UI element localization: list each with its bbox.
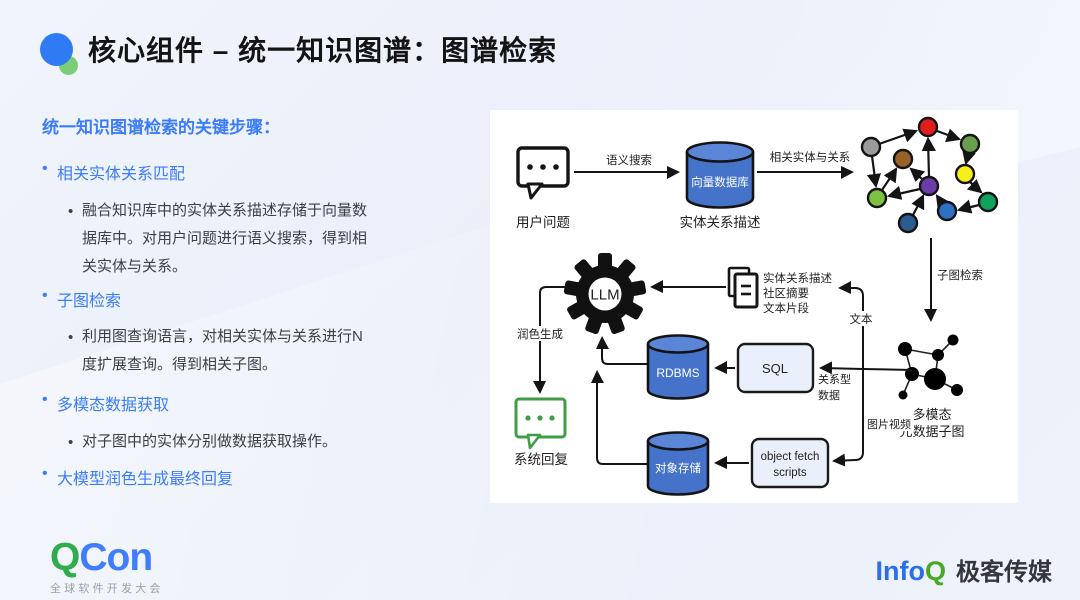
infoq-logo-q: Q [924,556,946,586]
branch-lines [819,281,913,467]
qcon-logo-subtitle: 全球软件开发大会 [50,583,164,595]
qcon-logo-q: Q [50,536,80,579]
object-fetch-box [750,437,830,489]
llm-gear-icon: LLM [563,253,647,335]
bullet-entity-match: 相关实体关系匹配 [42,160,185,184]
system-reply-icon [514,397,567,450]
bullet-entity-match-detail: 融合知识库中的实体关系描述存储于向量数据库中。对用户问题进行语义搜索，得到相关实… [66,197,372,280]
infoq-logo: InfoQ 极客传媒 [876,552,1053,587]
doc-label-line2: 社区摘要 [763,286,809,300]
knowledge-graph-nodes [860,116,999,234]
page-title: 核心组件 – 统一知识图谱：图谱检索 [88,35,558,66]
vector-db-label: 向量数据库 [691,175,749,189]
img-video-label-bg [864,416,914,431]
bullet-multimodal-detail: 对子图中的实体分别做数据获取操作。 [66,428,372,457]
infoq-logo-info: Info [875,556,925,586]
knowledge-graph-network [866,128,983,216]
qcon-logo-con: Con [79,536,153,579]
system-reply-label: 系统回复 [514,451,568,467]
object-fetch-label-line1: object fetch [761,451,820,463]
vector-db-icon: 向量数据库 [685,141,755,209]
diagram-panel: 用户问题 语义搜索 向量数据库 实体关系描述 相关实体与关系 [490,110,1018,503]
arrow-polish-generate [533,286,567,394]
multimodal-label-line1: 多模态 [912,407,951,422]
rdbms-icon: RDBMS [646,334,710,400]
arrow-store-to-llm [591,370,648,465]
subgraph-search-label: 子图检索 [937,268,983,282]
llm-label: LLM [590,287,619,304]
infoq-media-label: 极客传媒 [956,559,1052,586]
relational-label-line1: 关系型 [818,372,851,386]
document-icon [727,266,759,309]
title-bullet-blue-icon [40,33,73,66]
text-branch-label: 文本 [850,312,873,326]
text-label-bg [843,311,879,326]
user-question-label: 用户问题 [516,214,570,230]
object-fetch-label-line2: scripts [773,467,806,479]
arrow-rdbms-to-llm [596,336,648,365]
object-store-label: 对象存储 [655,461,701,475]
doc-label-line1: 实体关系描述 [763,271,832,285]
entity-desc-caption: 实体关系描述 [680,215,761,230]
related-entities-label: 相关实体与关系 [770,150,851,164]
bullet-llm-polish: 大模型润色生成最终回复 [42,465,233,489]
relational-label-line2: 数据 [818,388,840,402]
multimodal-label-line2: 元数据子图 [899,424,964,439]
polish-label-bg [511,326,569,341]
bullet-subgraph: 子图检索 [42,287,121,311]
multimodal-subgraph-nodes [898,334,963,400]
key-steps-heading: 统一知识图谱检索的关键步骤： [42,118,280,137]
rdbms-label: RDBMS [656,366,699,380]
semantic-search-label: 语义搜索 [606,153,652,167]
img-video-label: 图片视频 [867,417,911,431]
knowledge-graph-flowchart: 用户问题 语义搜索 向量数据库 实体关系描述 相关实体与关系 [511,116,999,496]
polish-label: 润色生成 [517,327,563,341]
bullet-multimodal: 多模态数据获取 [42,391,169,415]
doc-label-line3: 文本片段 [763,301,809,315]
qcon-logo: QCon 全球软件开发大会 [50,538,164,596]
user-question-icon [516,146,570,200]
bullet-subgraph-detail: 利用图查询语言，对相关实体与关系进行N度扩展查询。得到相关子图。 [66,323,372,379]
sql-box [736,342,815,394]
object-store-icon: 对象存储 [646,431,710,496]
sql-label: SQL [762,361,788,376]
